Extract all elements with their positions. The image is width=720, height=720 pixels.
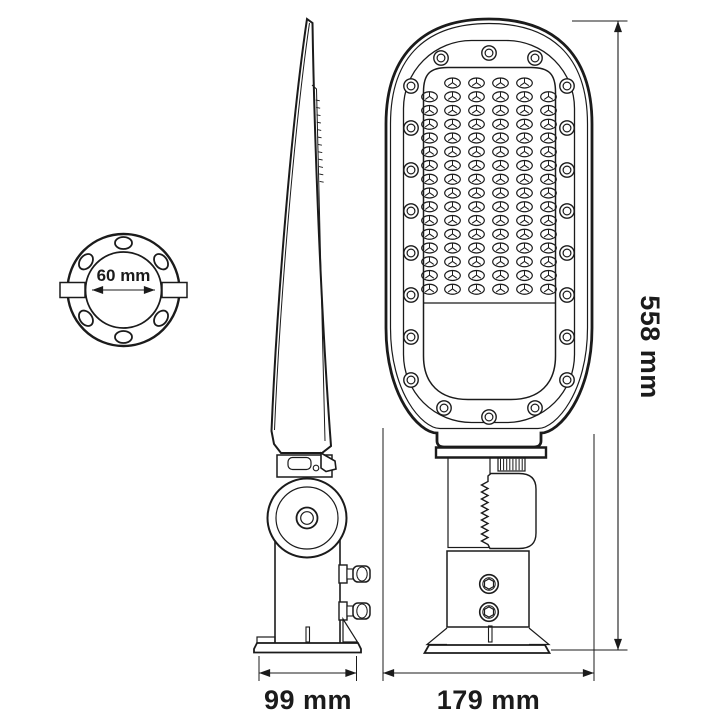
dimension-179mm: 179 mm [382, 428, 595, 715]
dimension-label-body-width: 179 mm [437, 685, 541, 715]
dimension-60mm: 60 mm [92, 266, 155, 294]
pivot-joint-outer [266, 477, 348, 559]
pivot-hub [295, 506, 319, 530]
led-grid [421, 77, 557, 295]
front-base-gusset-right [528, 627, 551, 646]
blade-fin-ticks [315, 99, 324, 183]
dimension-label-base-width: 99 mm [264, 685, 352, 715]
side-profile-view: 99 mm [253, 17, 371, 715]
front-mount-assembly [422, 446, 552, 654]
dimension-558mm: 558 mm [551, 20, 665, 651]
front-perimeter-screws [403, 45, 575, 425]
front-view: 179 mm 558 mm [382, 17, 665, 715]
mount-collar [434, 446, 548, 459]
base-pin [305, 626, 311, 643]
front-base-gusset-left [425, 627, 448, 646]
blade-tail-foot [320, 451, 337, 473]
side-adjustment-bolts [338, 564, 371, 621]
dimension-label-flange-diameter: 60 mm [97, 266, 151, 285]
flange-cross-section-view: 60 mm [59, 232, 188, 348]
flange-right-ear [161, 281, 188, 299]
front-base-plate [422, 644, 552, 654]
front-housing-inner-line [389, 22, 589, 430]
front-base-pin [487, 625, 493, 643]
dimension-label-body-height: 558 mm [635, 295, 665, 399]
side-base-plate [253, 642, 362, 654]
mount-ratchet-plate [480, 472, 537, 550]
mount-ribbed-knob [497, 457, 526, 472]
knob-rib-lines [500, 458, 523, 471]
front-glass-panel [422, 66, 557, 401]
side-hinge-bracket [276, 454, 333, 478]
flange-bolt-holes [78, 236, 169, 344]
side-lamp-head-blade [270, 17, 337, 473]
flange-left-ear [59, 281, 86, 299]
mount-hex-bolts [478, 573, 500, 623]
side-mount-body [253, 477, 371, 654]
base-gusset [342, 616, 359, 643]
dimension-99mm: 99 mm [258, 656, 357, 715]
